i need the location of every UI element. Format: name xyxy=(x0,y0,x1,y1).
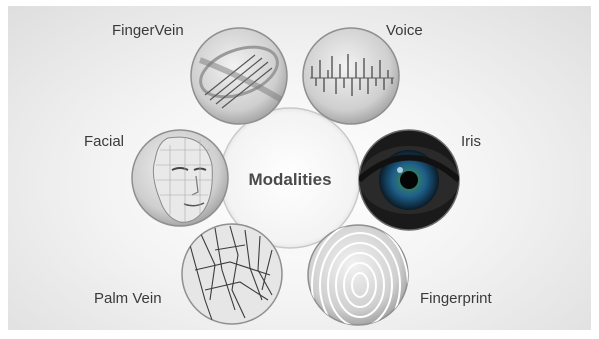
eye-iris-icon xyxy=(358,129,460,231)
voice-waveform-icon xyxy=(302,27,400,125)
fingerprint-icon xyxy=(307,224,409,326)
finger-vein-icon xyxy=(190,27,288,125)
fingerprint-label: Fingerprint xyxy=(420,290,492,307)
voice-label: Voice xyxy=(386,22,423,39)
facial-label: Facial xyxy=(84,133,125,150)
center-label: Modalities xyxy=(248,170,332,189)
face-mesh-icon xyxy=(131,129,229,227)
finger-vein-label: FingerVein xyxy=(112,22,184,39)
palm-vein-label: Palm Vein xyxy=(94,290,162,307)
palm-vein-icon xyxy=(181,223,283,325)
iris-label: Iris xyxy=(461,133,481,150)
